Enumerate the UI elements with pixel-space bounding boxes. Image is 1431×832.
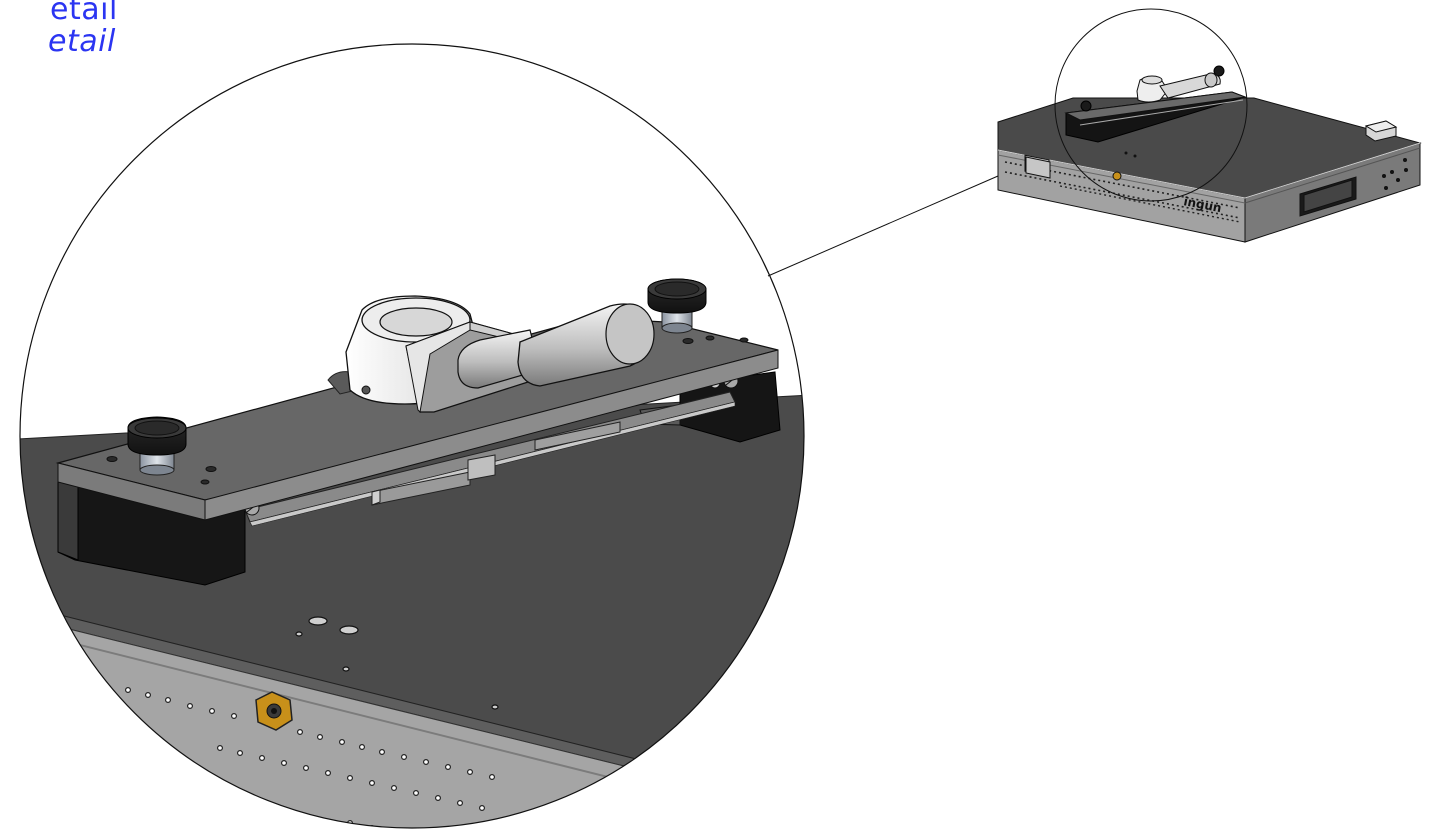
detail-view-circle (20, 278, 804, 828)
right-knob (647, 278, 707, 334)
detail-marker-circle (1054, 8, 1248, 202)
caption-line-2: etail (48, 24, 116, 59)
clamp-handle (457, 303, 655, 389)
detail-leader-line (767, 175, 999, 277)
view-caption: etail etail (0, 0, 118, 58)
detail-boundary (19, 43, 805, 829)
fixture-overview (1064, 65, 1247, 143)
device-overview: ingun (997, 65, 1422, 243)
left-knob (127, 416, 187, 476)
brass-hex-nut (255, 691, 293, 731)
caption-line-1: etail (50, 0, 118, 27)
